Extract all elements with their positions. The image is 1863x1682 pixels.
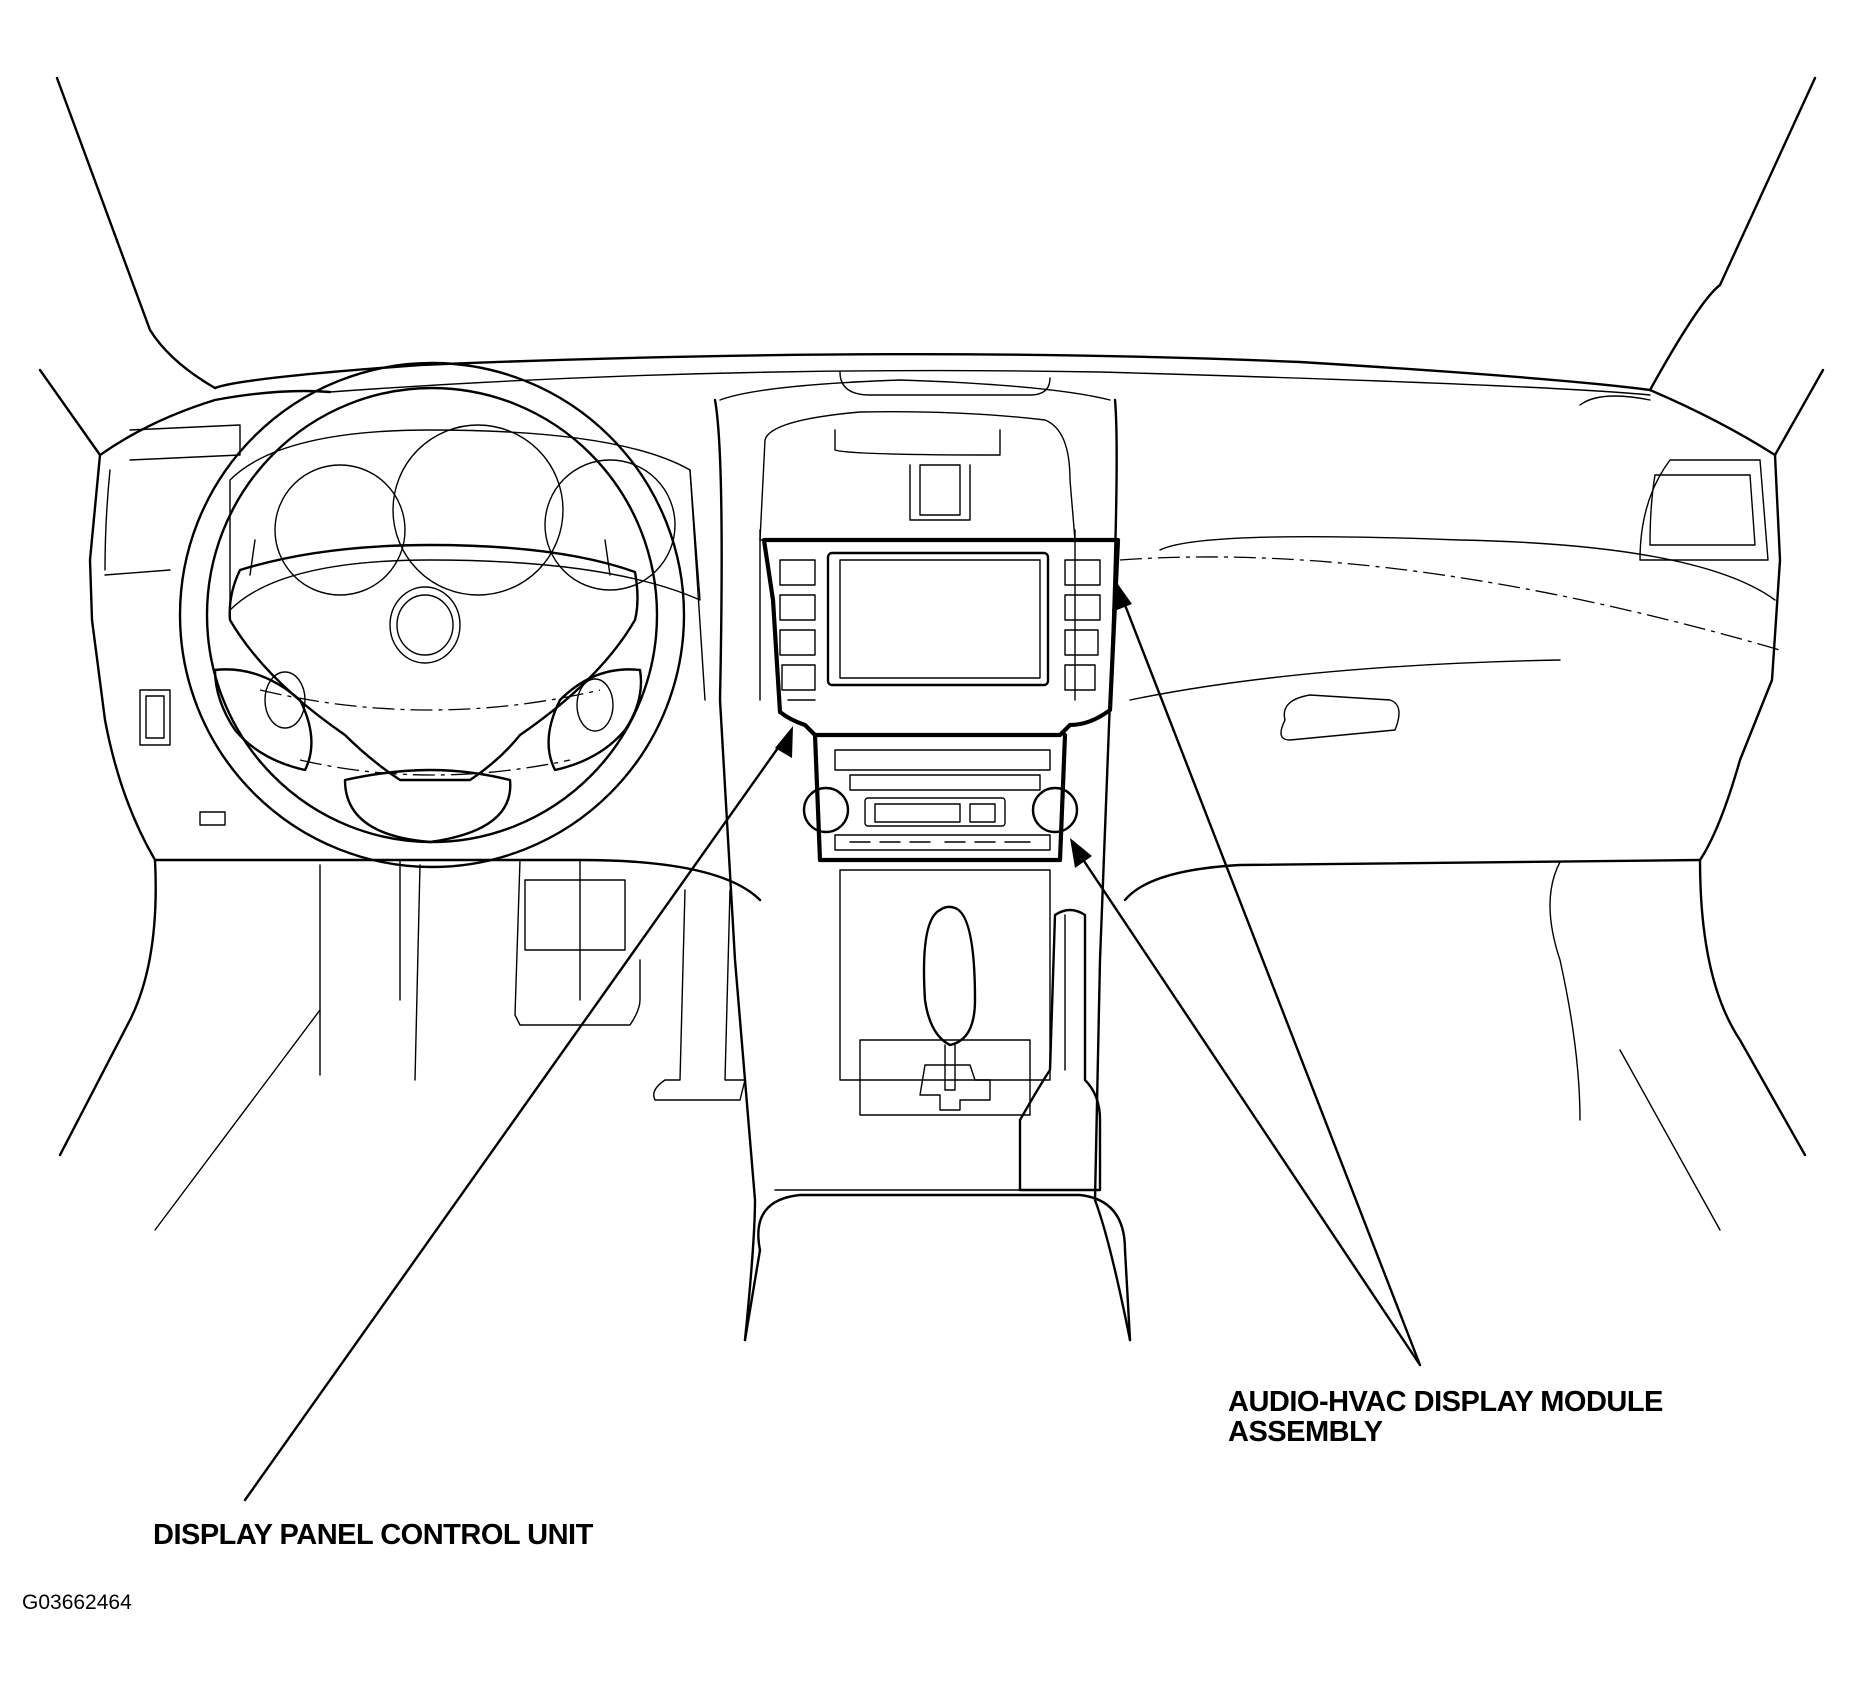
audio-hvac-display-frame xyxy=(761,537,1121,738)
armrest xyxy=(743,1193,1132,1342)
hvac-control-panel xyxy=(802,732,1079,863)
callout-display-panel: DISPLAY PANEL CONTROL UNIT xyxy=(153,1520,593,1550)
callout-audio-hvac-line-1: AUDIO-HVAC DISPLAY MODULE xyxy=(1228,1386,1663,1418)
dashboard-top xyxy=(98,352,1777,457)
callout-display-panel-line-1: DISPLAY PANEL CONTROL UNIT xyxy=(153,1519,593,1551)
callout-audio-hvac-line-2: ASSEMBLY xyxy=(1228,1416,1383,1448)
dashboard-right xyxy=(1119,453,1782,862)
figure-id: G03662464 xyxy=(22,1591,132,1614)
windshield-frame xyxy=(38,76,1825,457)
right-display-buttons xyxy=(1064,559,1101,691)
dashboard-left xyxy=(88,424,241,862)
steering-wheel xyxy=(178,361,686,869)
left-display-buttons xyxy=(779,559,816,701)
instrument-cluster xyxy=(229,424,706,701)
center-console xyxy=(774,869,1102,1192)
floor-lines xyxy=(58,858,1807,1231)
leader-lines xyxy=(243,580,1422,1502)
arrow-to-hvac xyxy=(1070,838,1092,868)
arrow-to-display-top xyxy=(1112,580,1132,612)
callout-audio-hvac: AUDIO-HVAC DISPLAY MODULE ASSEMBLY xyxy=(1228,1387,1663,1447)
dashboard-lower-edge xyxy=(153,858,1702,1121)
arrow-to-control-unit xyxy=(775,726,793,758)
